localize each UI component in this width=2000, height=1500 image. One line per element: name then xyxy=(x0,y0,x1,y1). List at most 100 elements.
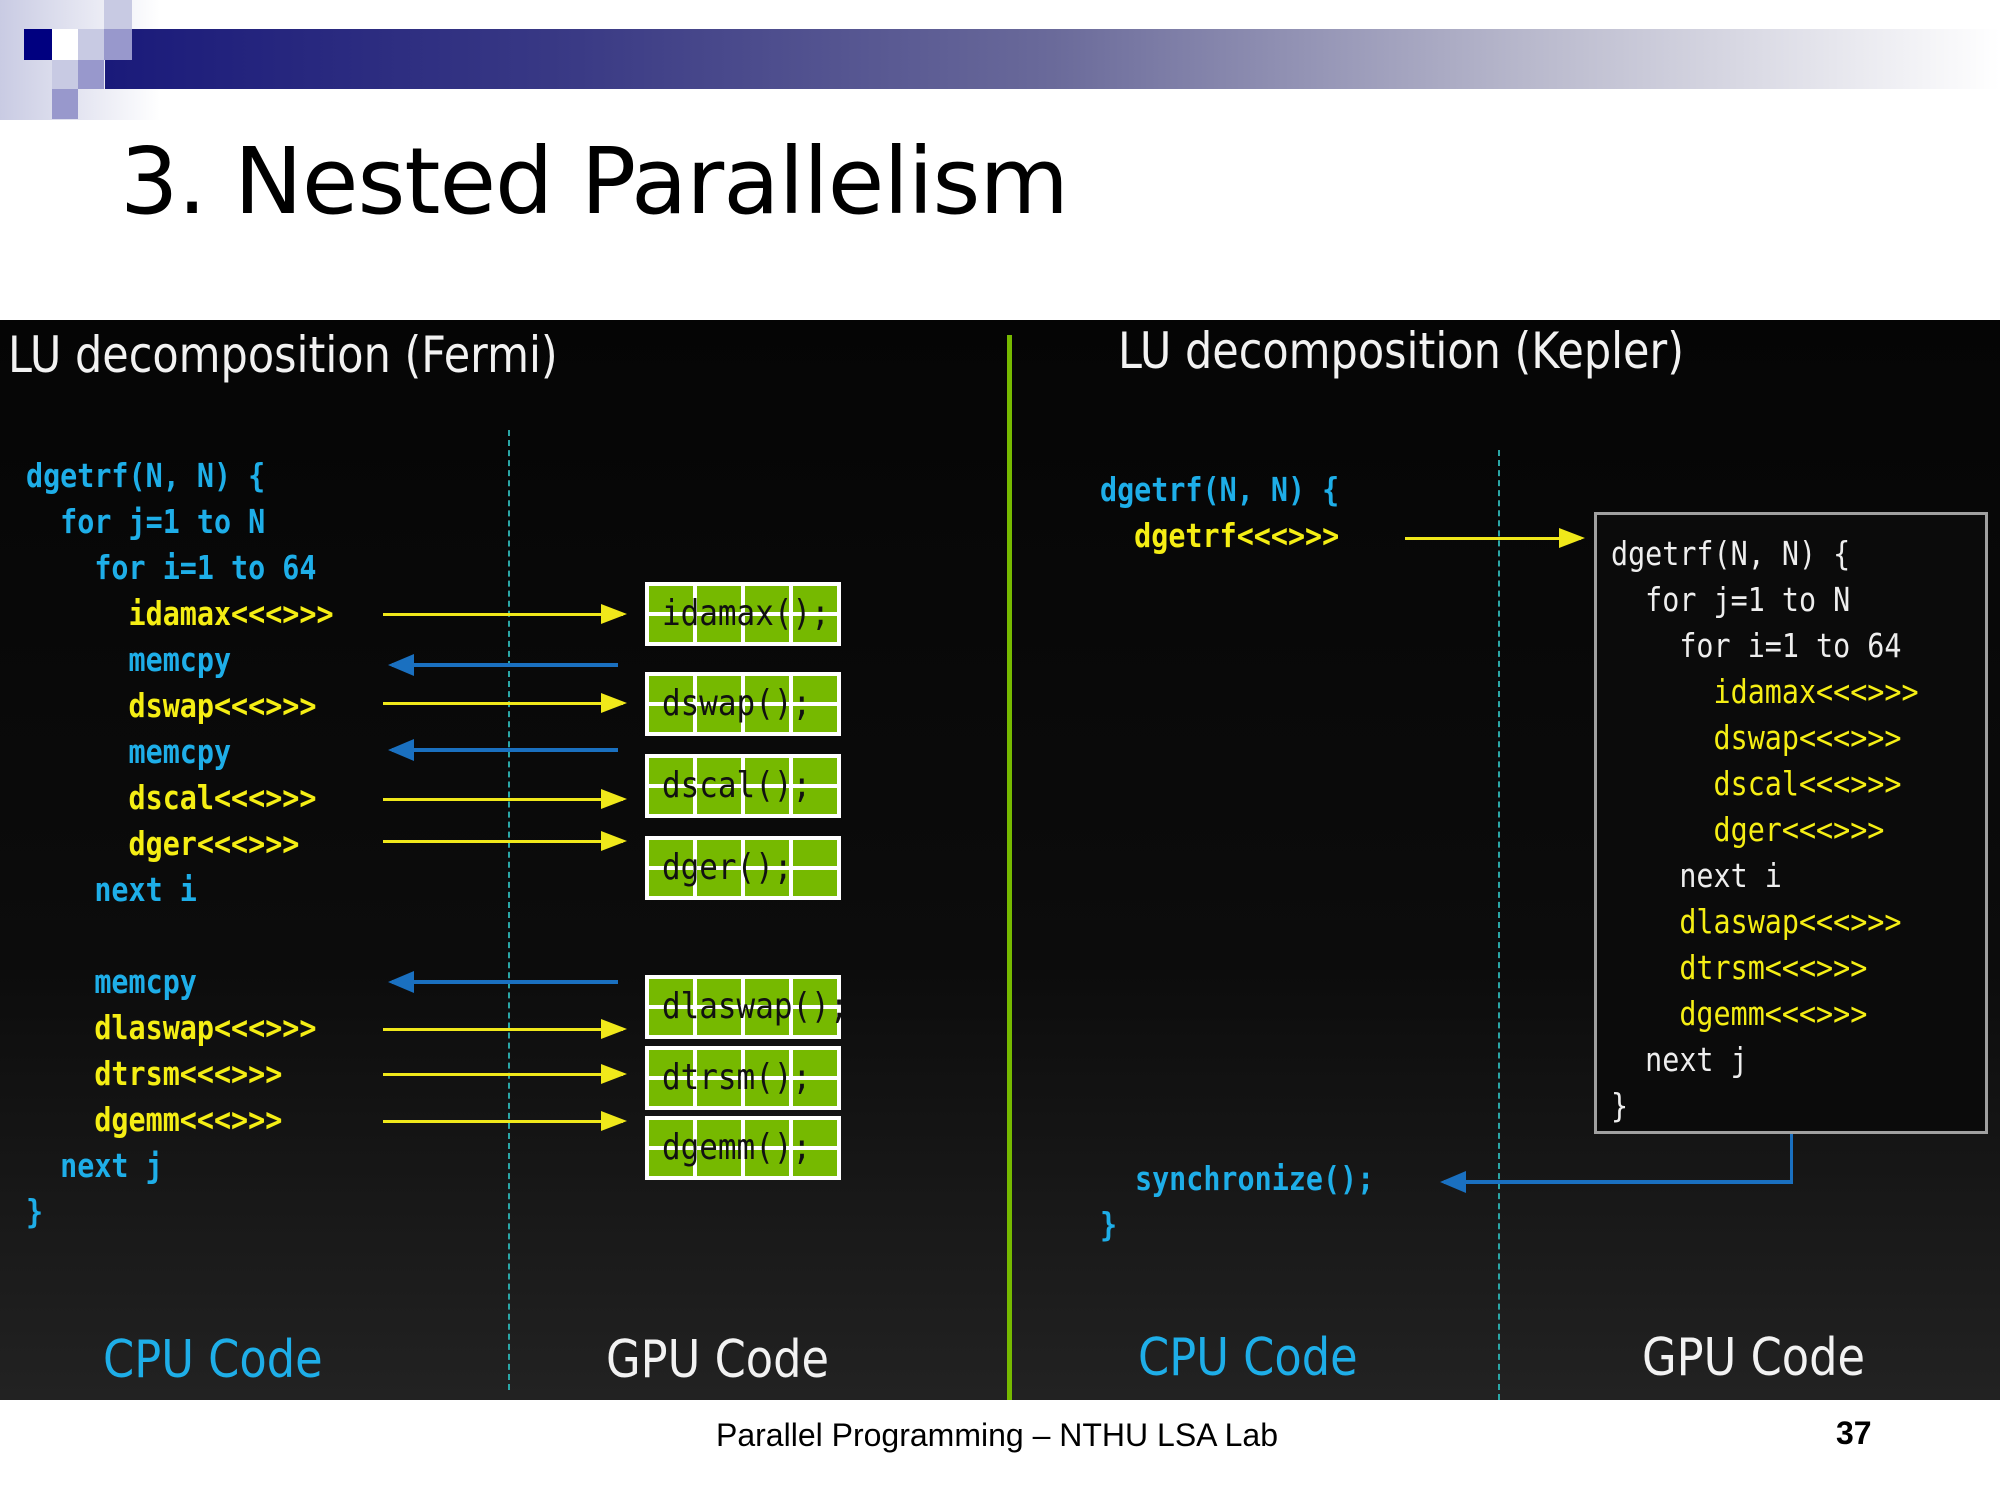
kernel-grid-cell xyxy=(745,1009,789,1035)
launch-arrow-dtrsm xyxy=(383,1064,627,1084)
gpu-kernel-box xyxy=(645,582,841,646)
fermi-cpu-line: dtrsm<<<>>> xyxy=(26,1054,283,1093)
gpu-kernel-box xyxy=(645,672,841,736)
fermi-cpu-line: memcpy xyxy=(26,962,197,1001)
kepler-close-brace: } xyxy=(1100,1205,1118,1244)
kernel-grid-cell xyxy=(793,870,837,896)
header-square xyxy=(104,0,132,29)
fermi-cpu-line: idamax<<<>>> xyxy=(26,594,334,633)
kepler-gpu-line: dtrsm<<<>>> xyxy=(1611,948,1868,987)
launch-arrow-idamax xyxy=(383,604,627,624)
fermi-cpu-line: for i=1 to 64 xyxy=(26,548,317,587)
kernel-grid-cell xyxy=(793,1050,837,1076)
kepler-gpu-line: dger<<<>>> xyxy=(1611,810,1885,849)
kernel-grid-cell xyxy=(649,616,693,642)
fermi-cpu-line: dscal<<<>>> xyxy=(26,778,317,817)
launch-arrow-dgetrf xyxy=(1405,528,1585,548)
memcpy-arrow xyxy=(388,971,618,993)
header-square xyxy=(104,29,132,60)
kernel-grid-cell xyxy=(793,1150,837,1176)
kernel-grid-cell xyxy=(745,1120,789,1146)
kernel-grid-cell xyxy=(793,1120,837,1146)
gpu-kernel-box xyxy=(645,1116,841,1180)
kernel-grid-cell xyxy=(745,788,789,814)
header-square xyxy=(78,60,104,89)
fermi-cpu-line: for j=1 to N xyxy=(26,502,266,541)
fermi-cpu-line: } xyxy=(26,1192,44,1231)
kepler-gpu-line: dswap<<<>>> xyxy=(1611,718,1902,757)
header-square xyxy=(78,29,104,60)
sync-arrow-stem xyxy=(1790,1134,1793,1182)
gpu-kernel-box xyxy=(645,754,841,818)
gpu-kernel-box xyxy=(645,1046,841,1110)
launch-arrow-dswap xyxy=(383,693,627,713)
kernel-grid-cell xyxy=(649,840,693,866)
kepler-gpu-line: } xyxy=(1611,1086,1629,1125)
section-divider xyxy=(1007,335,1012,1400)
kernel-grid-cell xyxy=(649,586,693,612)
kepler-gpu-line: next j xyxy=(1611,1040,1748,1079)
kernel-grid-cell xyxy=(697,758,741,784)
kepler-gpu-line: dscal<<<>>> xyxy=(1611,764,1902,803)
kepler-gpu-line: dgetrf(N, N) { xyxy=(1611,534,1851,573)
kernel-grid-cell xyxy=(697,616,741,642)
kernel-grid-cell xyxy=(697,979,741,1005)
kepler-gpu-line: dgemm<<<>>> xyxy=(1611,994,1868,1033)
gpu-kernel-label: dscal(); xyxy=(662,765,812,806)
kernel-grid-cell xyxy=(649,979,693,1005)
kepler-cpu-gpu-divider xyxy=(1498,450,1500,1400)
kernel-grid-cell xyxy=(745,1050,789,1076)
fermi-cpu-line: next j xyxy=(26,1146,163,1185)
memcpy-arrow xyxy=(388,654,618,676)
kernel-grid-cell xyxy=(793,1080,837,1106)
kernel-grid-cell xyxy=(649,1009,693,1035)
kernel-grid-cell xyxy=(697,870,741,896)
kernel-grid-cell xyxy=(793,676,837,702)
gpu-kernel-label: dswap(); xyxy=(662,683,812,724)
fermi-cpu-line: dswap<<<>>> xyxy=(26,686,317,725)
kepler-sync-line: synchronize(); xyxy=(1135,1159,1375,1198)
gpu-kernel-label: dtrsm(); xyxy=(662,1057,812,1098)
kepler-gpu-label: GPU Code xyxy=(1642,1328,1866,1388)
kernel-grid-cell xyxy=(697,676,741,702)
kepler-heading: LU decomposition (Kepler) xyxy=(1118,322,1684,380)
header-bar xyxy=(105,29,2000,89)
slide-title: 3. Nested Parallelism xyxy=(120,128,1069,235)
launch-arrow-dscal xyxy=(383,789,627,809)
fermi-cpu-line: dgetrf(N, N) { xyxy=(26,456,266,495)
kepler-cpu-line-0: dgetrf(N, N) { xyxy=(1100,470,1340,509)
kernel-grid-cell xyxy=(793,788,837,814)
kepler-cpu-label: CPU Code xyxy=(1138,1328,1358,1388)
kernel-grid-cell xyxy=(649,706,693,732)
kernel-grid-cell xyxy=(697,788,741,814)
kepler-gpu-line: next i xyxy=(1611,856,1782,895)
header-square xyxy=(52,29,78,60)
fermi-cpu-line: dgemm<<<>>> xyxy=(26,1100,283,1139)
launch-arrow-dger xyxy=(383,831,627,851)
kernel-grid-cell xyxy=(793,979,837,1005)
gpu-kernel-box xyxy=(645,836,841,900)
page-number: 37 xyxy=(1836,1415,1872,1451)
kernel-grid-cell xyxy=(793,840,837,866)
kernel-grid-cell xyxy=(793,706,837,732)
kernel-grid-cell xyxy=(649,1120,693,1146)
kernel-grid-cell xyxy=(745,758,789,784)
gpu-kernel-label: dgemm(); xyxy=(662,1127,812,1168)
kernel-grid-cell xyxy=(697,586,741,612)
kernel-grid-cell xyxy=(697,1050,741,1076)
gpu-kernel-label: dger(); xyxy=(662,847,793,888)
kernel-grid-cell xyxy=(697,1009,741,1035)
fermi-cpu-line: memcpy xyxy=(26,640,232,679)
kernel-grid-cell xyxy=(649,870,693,896)
kernel-grid-cell xyxy=(649,1150,693,1176)
fermi-cpu-line: dlaswap<<<>>> xyxy=(26,1008,317,1047)
fermi-cpu-line: memcpy xyxy=(26,732,232,771)
kernel-grid-cell xyxy=(745,616,789,642)
sync-arrow xyxy=(1440,1171,1793,1193)
kernel-grid-cell xyxy=(649,758,693,784)
kernel-grid-cell xyxy=(793,1009,837,1035)
kernel-grid-cell xyxy=(649,676,693,702)
kernel-grid-cell xyxy=(697,840,741,866)
kernel-grid-cell xyxy=(745,870,789,896)
kernel-grid-cell xyxy=(745,1150,789,1176)
